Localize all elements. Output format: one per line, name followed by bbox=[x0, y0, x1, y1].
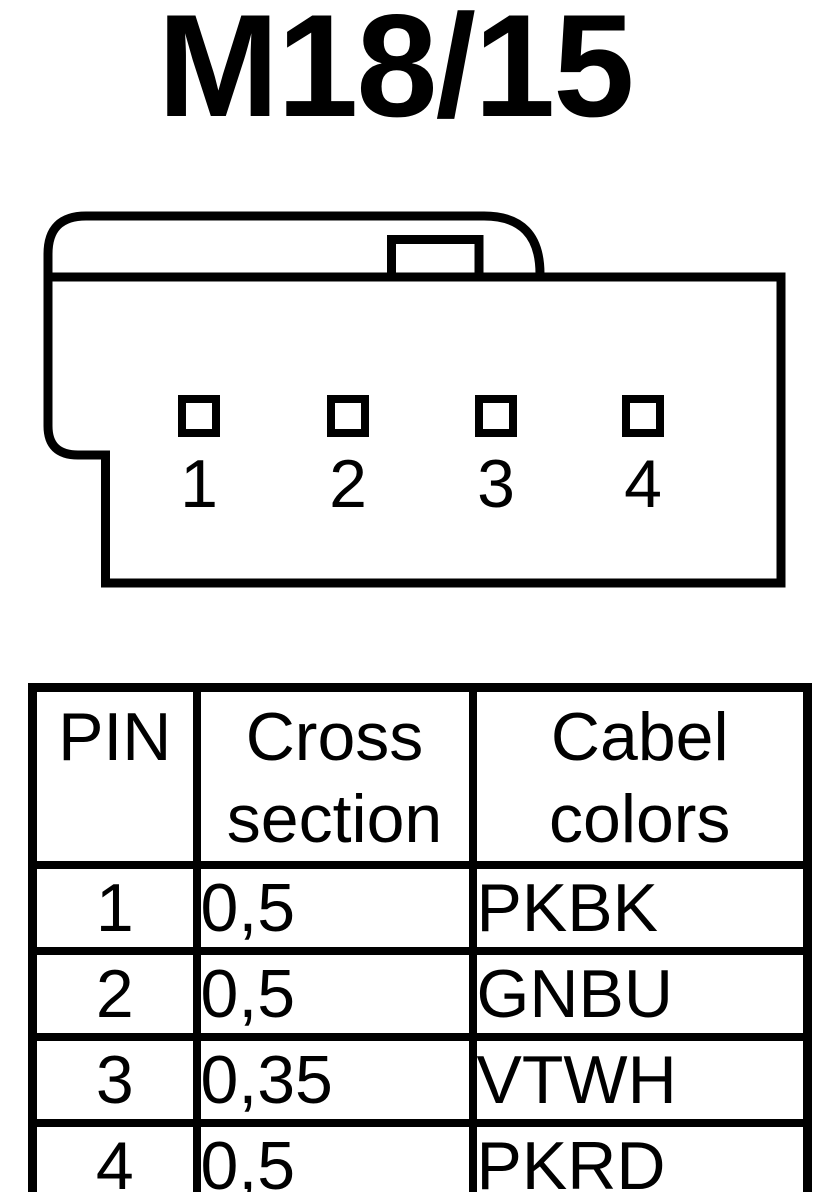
connector-diagram bbox=[43, 211, 786, 588]
pin-1-slot bbox=[178, 395, 220, 437]
pin-4-slot bbox=[622, 395, 664, 437]
cell-cable-color: PKBK bbox=[468, 861, 812, 955]
header-cross-section-line2: section bbox=[226, 781, 443, 857]
pin-3-slot bbox=[475, 395, 517, 437]
header-cable-colors: Cabel colors bbox=[468, 683, 812, 869]
pin-2-slot bbox=[327, 395, 369, 437]
page-title: M18/15 bbox=[157, 0, 635, 147]
pinout-table: PIN Cross section Cabel colors 1 0,5 PKB… bbox=[28, 683, 812, 1192]
table-row: 3 0,35 VTWH bbox=[28, 1033, 812, 1127]
pin-2-label: 2 bbox=[329, 446, 367, 522]
header-pin: PIN bbox=[28, 683, 201, 869]
table-row: 1 0,5 PKBK bbox=[28, 861, 812, 955]
header-cross-section-line1: Cross bbox=[245, 699, 424, 775]
cell-pin: 3 bbox=[28, 1033, 201, 1127]
header-cross-section: Cross section bbox=[192, 683, 477, 869]
connector-housing-lid bbox=[43, 211, 545, 281]
cell-pin: 4 bbox=[28, 1119, 201, 1192]
cell-cross-section: 0,5 bbox=[192, 947, 477, 1041]
cell-cable-color: GNBU bbox=[468, 947, 812, 1041]
cell-cable-color: PKRD bbox=[468, 1119, 812, 1192]
cell-pin: 1 bbox=[28, 861, 201, 955]
cell-pin: 2 bbox=[28, 947, 201, 1041]
table-row: 4 0,5 PKRD bbox=[28, 1119, 812, 1192]
connector-body-outline bbox=[43, 272, 786, 588]
pin-3-label: 3 bbox=[477, 446, 515, 522]
header-cable-colors-line1: Cabel bbox=[550, 699, 729, 775]
pin-4-label: 4 bbox=[624, 446, 662, 522]
table-header-row: PIN Cross section Cabel colors bbox=[28, 683, 812, 869]
cell-cross-section: 0,5 bbox=[192, 1119, 477, 1192]
pin-1-label: 1 bbox=[180, 446, 218, 522]
table-row: 2 0,5 GNBU bbox=[28, 947, 812, 1041]
cell-cross-section: 0,5 bbox=[192, 861, 477, 955]
connector-latch-tab bbox=[387, 235, 484, 282]
header-pin-label: PIN bbox=[58, 699, 172, 775]
cell-cable-color: VTWH bbox=[468, 1033, 812, 1127]
header-cable-colors-line2: colors bbox=[549, 781, 731, 857]
cell-cross-section: 0,35 bbox=[192, 1033, 477, 1127]
